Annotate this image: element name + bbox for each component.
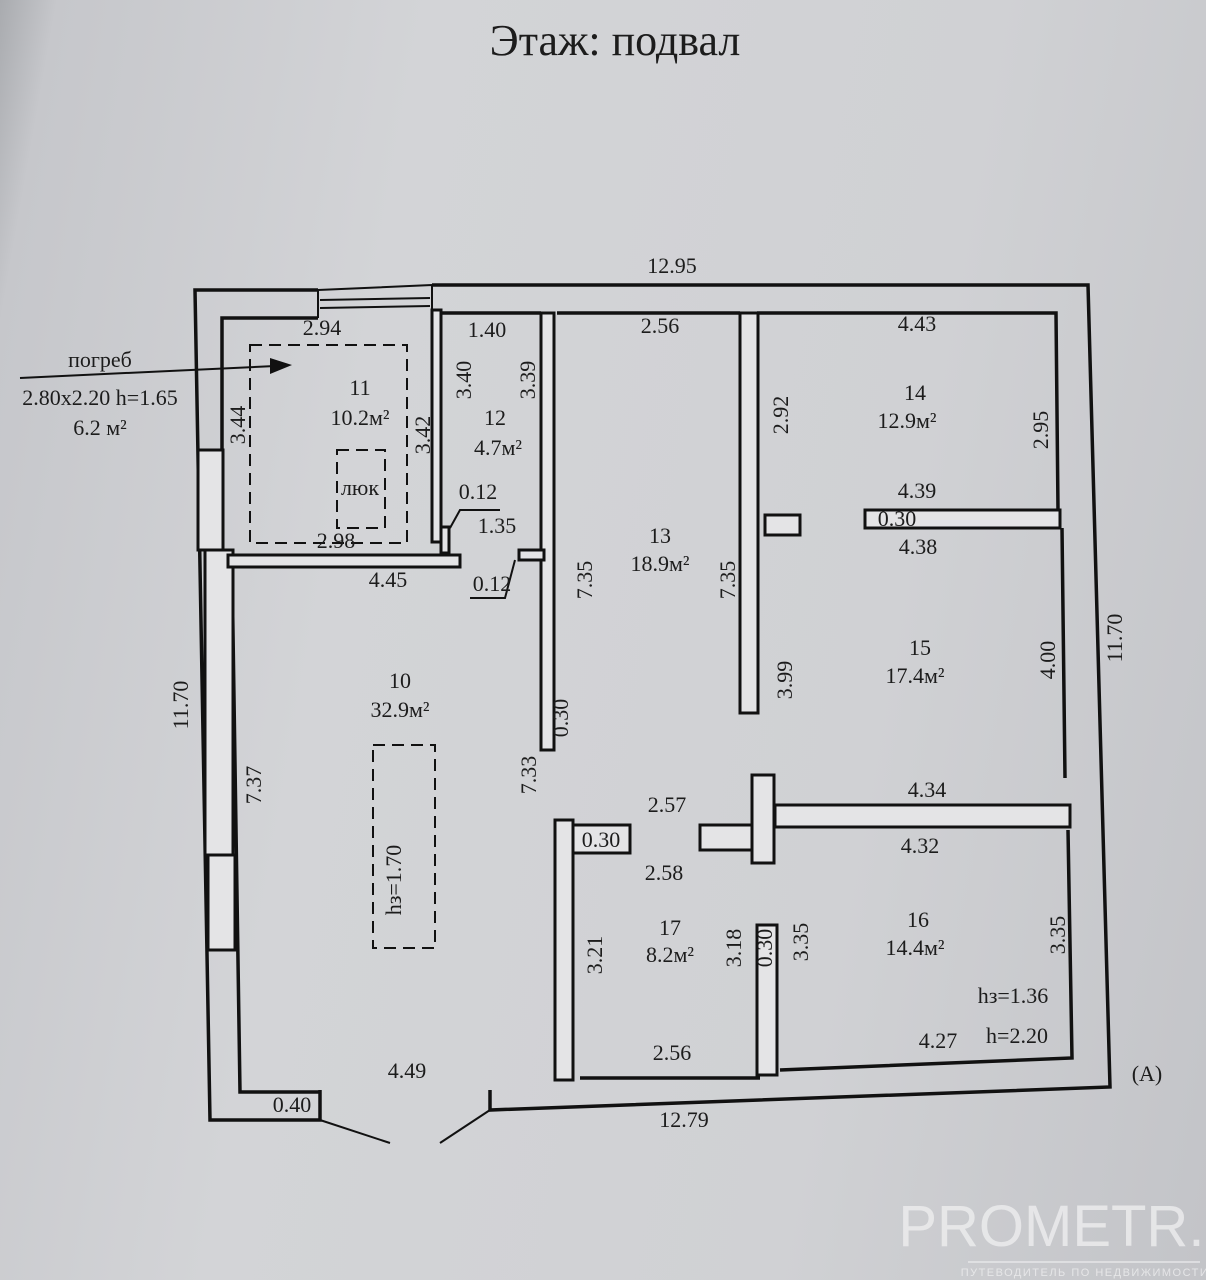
room-number: 17 — [659, 915, 681, 940]
dim: 7.37 — [241, 766, 266, 805]
wall-11-12 — [430, 308, 443, 544]
dim: 0.30 — [878, 506, 917, 531]
height-label: hз=1.36 — [978, 983, 1049, 1008]
stub-wall — [698, 823, 754, 852]
dim-right-overall: 11.70 — [1102, 614, 1127, 663]
wall-12-13 — [539, 311, 556, 752]
room-area: 17.4м² — [885, 663, 944, 688]
hatch-label: люк — [341, 475, 379, 500]
entrance-door — [319, 1109, 491, 1144]
dim: 3.18 — [721, 929, 746, 968]
room-area: 18.9м² — [630, 551, 689, 576]
dim-left-overall: 11.70 — [168, 681, 193, 730]
dim: 2.56 — [641, 313, 680, 338]
stub-wall — [439, 525, 451, 555]
dim: 3.21 — [582, 936, 607, 975]
room-number: 10 — [389, 668, 411, 693]
window-left-upper — [196, 448, 225, 552]
dim: 4.45 — [369, 567, 408, 592]
page-title: Этаж: подвал — [490, 16, 741, 65]
wall-13-14 — [738, 311, 760, 715]
room-number: 12 — [484, 405, 506, 430]
dim: 0.30 — [548, 699, 573, 738]
room-number: 15 — [909, 635, 931, 660]
dim: 1.35 — [478, 513, 517, 538]
leader-lines — [449, 509, 516, 599]
dim: 3.40 — [451, 361, 476, 400]
dim: 2.56 — [653, 1040, 692, 1065]
dim: 2.58 — [645, 860, 684, 885]
dim: 3.42 — [410, 416, 435, 455]
dim: 7.35 — [715, 561, 740, 600]
left-wall-segment — [203, 548, 235, 857]
arrow-head-icon — [270, 358, 292, 374]
room-area: 10.2м² — [330, 405, 389, 430]
dim-bottom-overall: 12.79 — [659, 1107, 709, 1132]
room-area: 4.7м² — [474, 435, 522, 460]
dim: 7.33 — [516, 756, 541, 795]
hatch-outline — [336, 449, 386, 529]
dim: 4.39 — [898, 478, 937, 503]
dim: 4.00 — [1035, 641, 1060, 680]
room-number: 16 — [907, 907, 929, 932]
room-area: 12.9м² — [877, 408, 936, 433]
dim: 3.35 — [788, 923, 813, 962]
dim: 4.32 — [901, 833, 940, 858]
dim: 4.43 — [898, 311, 937, 336]
room-area: 14.4м² — [885, 935, 944, 960]
dim: 4.34 — [908, 777, 947, 802]
dim: 2.94 — [303, 315, 342, 340]
axis-label: (A) — [1132, 1061, 1163, 1086]
dim: 2.57 — [648, 792, 687, 817]
dim: 2.92 — [768, 396, 793, 435]
wall-10-11 — [226, 553, 462, 569]
dim: 4.49 — [388, 1058, 427, 1083]
dim: 0.30 — [752, 929, 777, 968]
stub-wall — [763, 513, 802, 537]
watermark-tagline: ПУТЕВОДИТЕЛЬ ПО НЕДВИЖИМОСТИ — [961, 1267, 1206, 1279]
dim: 4.27 — [919, 1028, 958, 1053]
dim: 3.35 — [1045, 916, 1070, 955]
dim: 3.44 — [225, 406, 250, 445]
wall-15-16 — [773, 803, 1072, 829]
room-number: 11 — [349, 375, 370, 400]
inner-walls — [220, 311, 1074, 1094]
window-top — [317, 284, 433, 318]
dim-top-overall: 12.95 — [647, 253, 697, 278]
dim: 0.12 — [459, 479, 498, 504]
stub-wall — [571, 823, 632, 855]
room-area: 8.2м² — [646, 942, 694, 967]
dim: 0.30 — [582, 827, 621, 852]
dim: 0.40 — [273, 1092, 312, 1117]
dim: 3.99 — [772, 661, 797, 700]
outer-wall — [193, 283, 1112, 1122]
dim: 0.12 — [473, 571, 512, 596]
cellar-label: погреб — [68, 347, 132, 372]
wall-16-17 — [755, 923, 779, 1077]
dim: 3.39 — [515, 361, 540, 400]
room-number: 13 — [649, 523, 671, 548]
watermark-logo: PROMETR.by — [898, 1194, 1206, 1259]
cellar-size: 2.80x2.20 h=1.65 — [22, 385, 177, 410]
room-number: 14 — [904, 380, 926, 405]
pit-outline — [372, 744, 436, 949]
dim: 7.35 — [572, 561, 597, 600]
height-label: h=2.20 — [986, 1023, 1048, 1048]
window-left-lower — [206, 853, 237, 952]
dim: 2.98 — [317, 528, 356, 553]
cellar-outline — [249, 344, 408, 544]
dim: 1.40 — [468, 317, 507, 342]
room-area: 32.9м² — [370, 697, 429, 722]
pillar — [750, 773, 776, 865]
cellar-arrow — [19, 365, 276, 379]
wall-14-15 — [863, 508, 1062, 530]
dim: 2.95 — [1028, 411, 1053, 450]
stub-wall — [517, 548, 546, 562]
dim: 4.38 — [899, 534, 938, 559]
height-label: hз=1.70 — [381, 845, 406, 916]
cellar-area: 6.2 м² — [73, 415, 127, 440]
wall-10-17 — [553, 818, 575, 1082]
